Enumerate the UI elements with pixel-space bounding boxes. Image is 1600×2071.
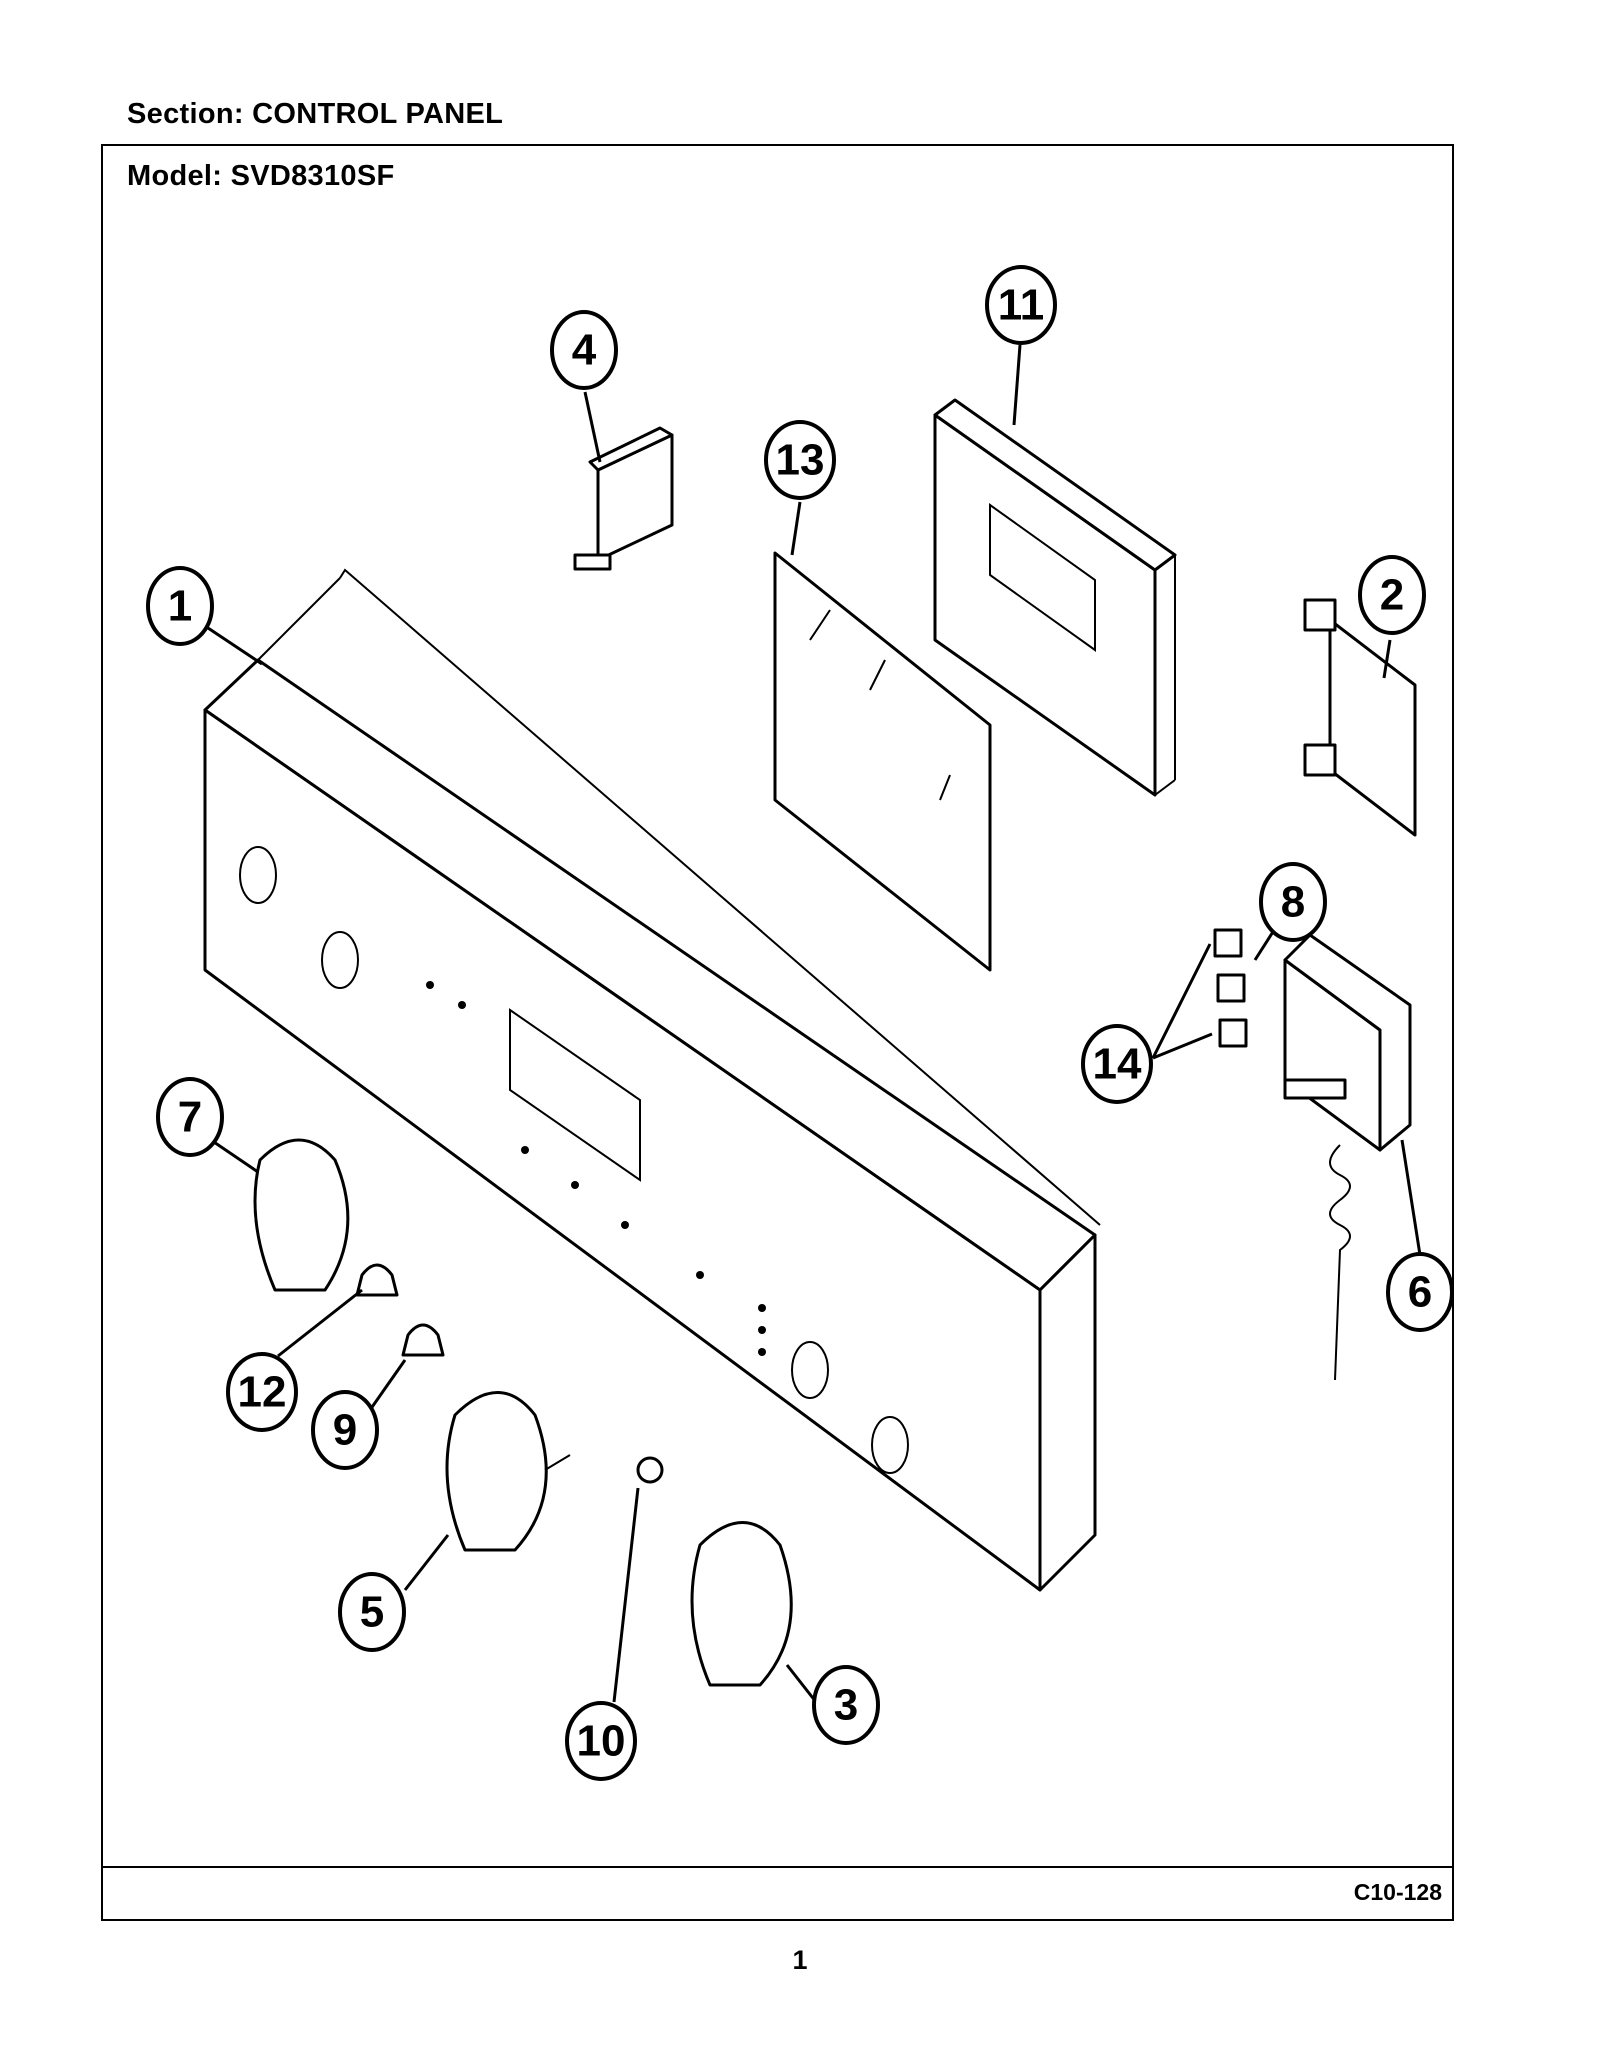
- part-12-cap: [355, 1263, 399, 1297]
- svg-text:4: 4: [572, 326, 597, 375]
- callout-5: 5: [338, 1572, 406, 1652]
- part-2-bracket: [1303, 598, 1417, 837]
- part-9-cap: [401, 1323, 445, 1357]
- part-7-knob: [253, 1138, 350, 1292]
- svg-text:8: 8: [1281, 878, 1305, 927]
- svg-text:7: 7: [178, 1093, 202, 1142]
- model-title: Model: SVD8310SF: [127, 160, 395, 192]
- svg-text:9: 9: [333, 1406, 357, 1455]
- svg-text:10: 10: [577, 1717, 626, 1766]
- callout-10: 10: [565, 1701, 637, 1781]
- callout-4: 4: [550, 310, 618, 390]
- svg-text:6: 6: [1408, 1268, 1432, 1317]
- section-title: Section: CONTROL PANEL: [127, 98, 504, 130]
- callout-1: 1: [146, 566, 214, 646]
- diagram-code: C10-128: [1353, 1879, 1442, 1905]
- svg-text:5: 5: [360, 1588, 384, 1637]
- svg-text:13: 13: [776, 436, 825, 485]
- part-5-knob: [445, 1391, 571, 1552]
- callout-11: 11: [985, 265, 1057, 345]
- svg-text:2: 2: [1380, 571, 1404, 620]
- svg-text:3: 3: [834, 1681, 858, 1730]
- callout-6: 6: [1386, 1252, 1454, 1332]
- part-4-switch: [573, 426, 674, 571]
- part-10-fastener: [636, 1456, 664, 1484]
- callout-7: 7: [156, 1077, 224, 1157]
- callout-8: 8: [1259, 862, 1327, 942]
- callout-12: 12: [226, 1352, 298, 1432]
- callout-14: 14: [1081, 1024, 1153, 1104]
- part-6-switch-block: [1283, 933, 1412, 1381]
- diagram-frame: [101, 144, 1454, 1921]
- part-8-14-buttons: [1213, 928, 1248, 1048]
- part-13-glass: [773, 551, 992, 972]
- svg-text:1: 1: [168, 582, 192, 631]
- frame-divider: [101, 1866, 1454, 1868]
- svg-text:14: 14: [1093, 1040, 1142, 1089]
- part-1-control-panel: [203, 568, 1101, 1592]
- svg-text:11: 11: [998, 281, 1045, 330]
- part-11-clock: [933, 398, 1177, 797]
- page-number: 1: [792, 1945, 808, 1975]
- svg-text:12: 12: [238, 1368, 287, 1417]
- part-3-knob: [690, 1521, 793, 1687]
- callout-2: 2: [1358, 555, 1426, 635]
- callout-9: 9: [311, 1390, 379, 1470]
- callout-13: 13: [764, 420, 836, 500]
- callout-3: 3: [812, 1665, 880, 1745]
